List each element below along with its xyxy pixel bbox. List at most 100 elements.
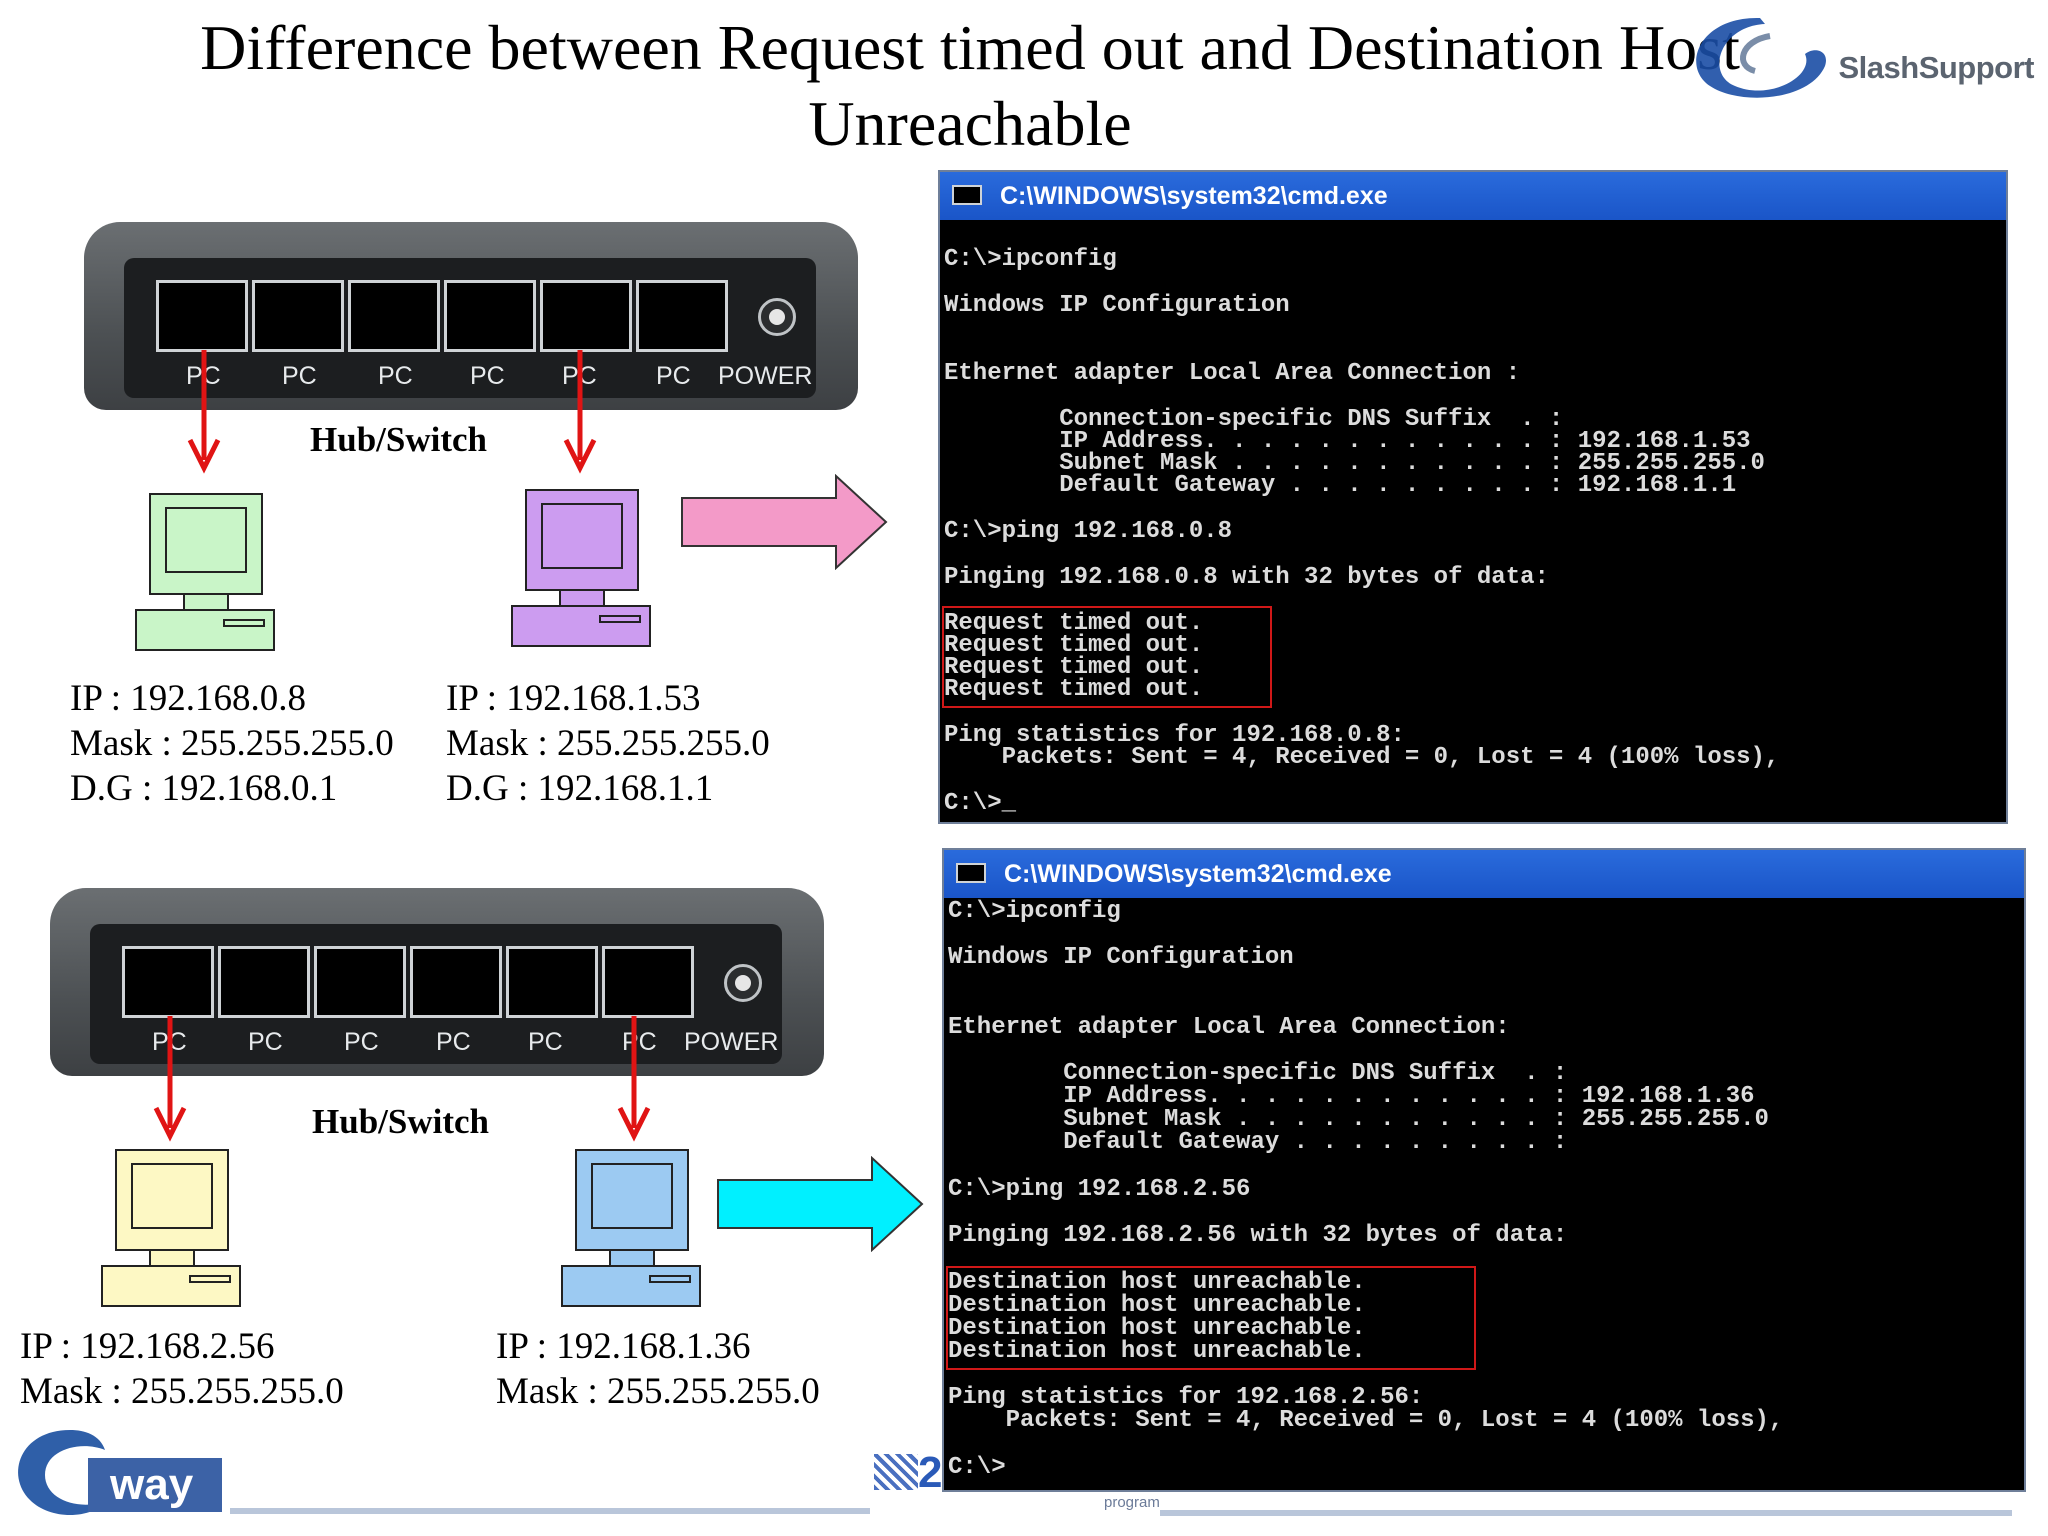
cmd-line: Pinging 192.168.0.8 with 32 bytes of dat… <box>944 564 1549 591</box>
slashsupport-swoosh-icon <box>1696 17 1826 98</box>
cmd-line: Request timed out. <box>944 676 1204 703</box>
cmd-output: C:\>ipconfig Windows IP Configuration Et… <box>942 220 2002 822</box>
cmd-line: Default Gateway . . . . . . . . . : 192.… <box>944 472 1737 499</box>
computer-icon-purple <box>511 489 651 647</box>
cmd-line: Ping statistics for 192.168.2.56: <box>948 1384 1424 1411</box>
port-label: PC <box>622 1028 657 1056</box>
cable-arrows <box>187 350 597 474</box>
port-label: PC <box>436 1028 471 1056</box>
cable-arrowhead <box>563 438 597 474</box>
hub-switch-label: Hub/Switch <box>310 420 487 459</box>
port-label: PC <box>378 362 413 390</box>
power-button-icon <box>758 298 796 336</box>
pc2-gateway: D.G : 192.168.1.1 <box>446 768 714 809</box>
hub-port-panel: PC PC PC PC PC PC POWER <box>124 258 816 398</box>
cmd-titlebar[interactable]: C:\WINDOWS\system32\cmd.exe <box>944 850 2024 898</box>
cmd-line: Destination host unreachable. <box>948 1292 1366 1319</box>
hub-port <box>410 946 502 1018</box>
hub-port <box>602 946 694 1018</box>
cmd-app-icon <box>952 185 982 205</box>
cmd-line: IP Address. . . . . . . . . . . . : 192.… <box>948 1083 1755 1110</box>
pc2-ip: IP : 192.168.1.53 <box>446 678 701 719</box>
computer-icon-green <box>135 493 275 651</box>
cmd-app-icon <box>956 863 986 883</box>
highlight-box <box>946 1266 1476 1370</box>
cmd-line: Default Gateway . . . . . . . . . : <box>948 1129 1568 1156</box>
cmd-line: Subnet Mask . . . . . . . . . . . : 255.… <box>944 450 1765 477</box>
footer-program-text: program <box>1104 1494 1160 1511</box>
cmd-line: Connection-specific DNS Suffix . : <box>944 406 1564 433</box>
cmd-line: Packets: Sent = 4, Received = 0, Lost = … <box>948 1407 1784 1434</box>
cable-arrowhead <box>617 1106 651 1142</box>
cmd-window-bottom: C:\WINDOWS\system32\cmd.exe C:\>ipconfig… <box>942 848 2026 1492</box>
power-label: POWER <box>684 1028 779 1056</box>
page-title: Difference between Request timed out and… <box>100 10 1840 162</box>
cmd-title-text: C:\WINDOWS\system32\cmd.exe <box>1000 182 1388 210</box>
cmd-line: C:\> <box>948 1454 1006 1481</box>
hub-switch-bottom: PC PC PC PC PC PC POWER <box>50 888 824 1076</box>
sway-logo-swoosh-icon <box>18 1430 222 1515</box>
pc2-info-top: IP : 192.168.1.53 Mask : 255.255.255.0 D… <box>446 676 770 811</box>
cmd-title-text: C:\WINDOWS\system32\cmd.exe <box>1004 860 1392 888</box>
cmd-line: Destination host unreachable. <box>948 1315 1366 1342</box>
pc1-gateway: D.G : 192.168.0.1 <box>70 768 338 809</box>
port-label: PC <box>248 1028 283 1056</box>
cmd-titlebar[interactable]: C:\WINDOWS\system32\cmd.exe <box>940 172 2006 220</box>
pc2-mask: Mask : 255.255.255.0 <box>446 723 770 764</box>
pink-arrow-icon <box>681 474 888 570</box>
computer-icon-blue <box>561 1149 701 1307</box>
hub-switch-top: PC PC PC PC PC PC POWER <box>84 222 858 410</box>
power-label: POWER <box>718 362 813 390</box>
pc1-mask: Mask : 255.255.255.0 <box>70 723 394 764</box>
title-line-2: Unreachable <box>808 88 1132 159</box>
pc2-mask: Mask : 255.255.255.0 <box>496 1371 820 1412</box>
pc1-ip: IP : 192.168.2.56 <box>20 1326 275 1367</box>
cable-arrows <box>153 1016 651 1142</box>
hub-port <box>218 946 310 1018</box>
hub-port <box>314 946 406 1018</box>
cmd-line: C:\>ipconfig <box>948 898 1121 925</box>
cmd-line: Request timed out. <box>944 654 1204 681</box>
cmd-output: C:\>ipconfig Windows IP Configuration Et… <box>946 898 2020 1490</box>
hub-port <box>156 280 248 352</box>
hub-port <box>348 280 440 352</box>
cmd-line: C:\>_ <box>944 790 1017 817</box>
title-line-1: Difference between Request timed out and… <box>200 12 1740 83</box>
cable-arrowhead <box>153 1106 187 1142</box>
footer-rule <box>230 1508 870 1514</box>
port-label: PC <box>528 1028 563 1056</box>
computer-icon-yellow <box>101 1149 241 1307</box>
cmd-line: C:\>ping 192.168.2.56 <box>948 1176 1251 1203</box>
cmd-line: Destination host unreachable. <box>948 1269 1366 1296</box>
hub-port <box>444 280 536 352</box>
pc2-info-bottom: IP : 192.168.1.36 Mask : 255.255.255.0 <box>496 1324 820 1414</box>
port-label: PC <box>470 362 505 390</box>
hub-switch-label: Hub/Switch <box>312 1102 489 1141</box>
cmd-line: Pinging 192.168.2.56 with 32 bytes of da… <box>948 1222 1568 1249</box>
pc1-mask: Mask : 255.255.255.0 <box>20 1371 344 1412</box>
cable-arrowhead <box>187 438 221 474</box>
cmd-line: Ping statistics for 192.168.0.8: <box>944 722 1405 749</box>
brand-name: SlashSupport <box>1838 50 2034 85</box>
port-label: PC <box>344 1028 379 1056</box>
pc1-ip: IP : 192.168.0.8 <box>70 678 307 719</box>
power-button-icon <box>724 964 762 1002</box>
cmd-line: C:\>ping 192.168.0.8 <box>944 518 1233 545</box>
footer-emblem-icon <box>874 1454 918 1490</box>
cmd-window-top: C:\WINDOWS\system32\cmd.exe C:\>ipconfig… <box>938 170 2008 824</box>
pc1-info-bottom: IP : 192.168.2.56 Mask : 255.255.255.0 <box>20 1324 344 1414</box>
pc1-info-top: IP : 192.168.0.8 Mask : 255.255.255.0 D.… <box>70 676 394 811</box>
pc2-ip: IP : 192.168.1.36 <box>496 1326 751 1367</box>
cmd-line: C:\>ipconfig <box>944 246 1117 273</box>
hub-port <box>252 280 344 352</box>
highlight-box <box>942 606 1272 708</box>
cmd-line: IP Address. . . . . . . . . . . . : 192.… <box>944 428 1751 455</box>
footer-number: 2 <box>918 1448 943 1497</box>
cmd-line: Subnet Mask . . . . . . . . . . . : 255.… <box>948 1106 1769 1133</box>
hub-port <box>540 280 632 352</box>
cmd-line: Request timed out. <box>944 610 1204 637</box>
cmd-line: Request timed out. <box>944 632 1204 659</box>
cyan-arrow-icon <box>717 1156 924 1252</box>
cmd-line: Ethernet adapter Local Area Connection : <box>944 360 1521 387</box>
cmd-line: Packets: Sent = 4, Received = 0, Lost = … <box>944 744 1780 771</box>
